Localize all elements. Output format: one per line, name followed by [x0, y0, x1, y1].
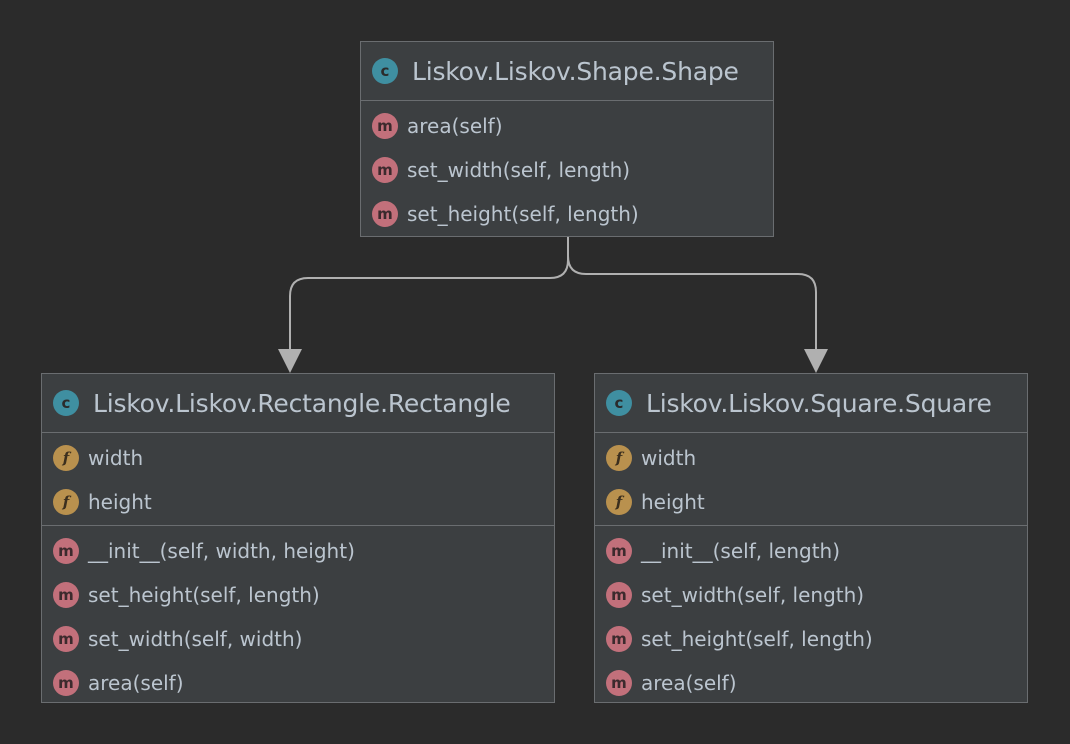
field-row[interactable]: f height — [595, 480, 1027, 524]
field-row[interactable]: f height — [42, 480, 554, 524]
method-row[interactable]: m area(self) — [361, 104, 773, 148]
class-icon: c — [372, 58, 398, 84]
method-label: set_width(self, width) — [88, 627, 303, 651]
arrowhead-rectangle — [278, 349, 302, 373]
method-icon: m — [606, 538, 632, 564]
method-icon: m — [606, 582, 632, 608]
fields-section: f width f height — [595, 433, 1027, 526]
method-label: area(self) — [641, 671, 737, 695]
method-row[interactable]: m __init__(self, width, height) — [42, 529, 554, 573]
method-icon: m — [606, 670, 632, 696]
methods-section: m __init__(self, length) m set_width(sel… — [595, 526, 1027, 706]
class-icon: c — [53, 390, 79, 416]
method-icon: m — [372, 113, 398, 139]
method-label: area(self) — [407, 114, 503, 138]
class-name: Liskov.Liskov.Rectangle.Rectangle — [93, 388, 511, 418]
field-icon: f — [53, 489, 79, 515]
method-label: __init__(self, width, height) — [88, 539, 355, 563]
method-icon: m — [372, 201, 398, 227]
connector-shape-to-square — [567, 237, 817, 353]
method-row[interactable]: m set_height(self, length) — [595, 617, 1027, 661]
class-box-square[interactable]: c Liskov.Liskov.Square.Square f width f … — [594, 373, 1028, 703]
method-label: set_height(self, length) — [407, 202, 639, 226]
class-header: c Liskov.Liskov.Rectangle.Rectangle — [42, 374, 554, 433]
method-icon: m — [606, 626, 632, 652]
class-icon: c — [606, 390, 632, 416]
method-icon: m — [53, 670, 79, 696]
method-row[interactable]: m set_width(self, length) — [361, 148, 773, 192]
class-header: c Liskov.Liskov.Square.Square — [595, 374, 1027, 433]
method-icon: m — [53, 582, 79, 608]
fields-section: f width f height — [42, 433, 554, 526]
arrowhead-square — [804, 349, 828, 373]
connector-shape-to-rectangle — [289, 237, 569, 353]
class-box-shape[interactable]: c Liskov.Liskov.Shape.Shape m area(self)… — [360, 41, 774, 237]
field-row[interactable]: f width — [595, 436, 1027, 480]
method-row[interactable]: m set_height(self, length) — [42, 573, 554, 617]
methods-section: m __init__(self, width, height) m set_he… — [42, 526, 554, 706]
field-label: height — [641, 490, 705, 514]
method-label: set_height(self, length) — [88, 583, 320, 607]
method-row[interactable]: m area(self) — [42, 661, 554, 705]
method-row[interactable]: m set_width(self, width) — [42, 617, 554, 661]
method-label: __init__(self, length) — [641, 539, 841, 563]
method-label: set_width(self, length) — [641, 583, 865, 607]
field-label: width — [641, 446, 697, 470]
method-label: set_height(self, length) — [641, 627, 873, 651]
methods-section: m area(self) m set_width(self, length) m… — [361, 101, 773, 237]
method-label: area(self) — [88, 671, 184, 695]
class-box-rectangle[interactable]: c Liskov.Liskov.Rectangle.Rectangle f wi… — [41, 373, 555, 703]
method-row[interactable]: m set_height(self, length) — [361, 192, 773, 236]
field-label: width — [88, 446, 144, 470]
method-icon: m — [372, 157, 398, 183]
method-icon: m — [53, 626, 79, 652]
field-icon: f — [606, 489, 632, 515]
field-icon: f — [606, 445, 632, 471]
field-icon: f — [53, 445, 79, 471]
method-row[interactable]: m __init__(self, length) — [595, 529, 1027, 573]
field-row[interactable]: f width — [42, 436, 554, 480]
method-row[interactable]: m area(self) — [595, 661, 1027, 705]
method-icon: m — [53, 538, 79, 564]
class-name: Liskov.Liskov.Square.Square — [646, 388, 992, 418]
class-header: c Liskov.Liskov.Shape.Shape — [361, 42, 773, 101]
field-label: height — [88, 490, 152, 514]
method-row[interactable]: m set_width(self, length) — [595, 573, 1027, 617]
class-name: Liskov.Liskov.Shape.Shape — [412, 56, 739, 86]
method-label: set_width(self, length) — [407, 158, 631, 182]
